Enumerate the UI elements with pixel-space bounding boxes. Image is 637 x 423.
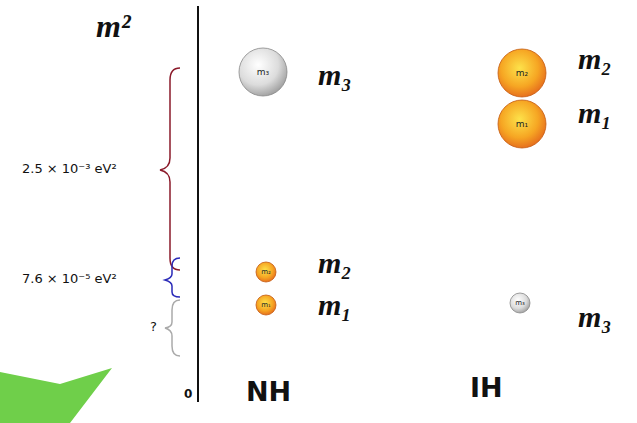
- mass-label: m₁: [578, 96, 612, 130]
- circle-label: m₃: [238, 67, 288, 77]
- mass-circle: m₂m₂: [497, 48, 547, 98]
- ordering-label: IH: [470, 372, 503, 403]
- splitting-value: 2.5 × 10⁻³ eV²: [22, 161, 117, 176]
- mass-circle: m₃m₃: [509, 292, 531, 314]
- circle-outline: [510, 293, 530, 313]
- mass-label: m₂: [578, 42, 612, 76]
- unknown-brace: [165, 300, 180, 356]
- mass-circle: m₃m₃: [238, 47, 288, 97]
- unknown-mark: ?: [150, 319, 157, 334]
- mass-circle: m₂m₂: [255, 261, 277, 283]
- axis-zero: 0: [184, 387, 192, 401]
- mass-label: m₁: [318, 288, 352, 322]
- solar-brace: [165, 258, 180, 297]
- atm-brace: [160, 68, 180, 270]
- mass-axis: [197, 6, 199, 402]
- mass-circle: m₁m₁: [255, 294, 277, 316]
- mass-label: m₃: [318, 58, 352, 92]
- circle-label: m₁: [497, 119, 547, 129]
- ordering-label: NH: [246, 376, 291, 407]
- splitting-value: 7.6 × 10⁻⁵ eV²: [22, 271, 117, 286]
- mass-label: m₃: [578, 300, 612, 334]
- circle-outline: [256, 295, 276, 315]
- mass-circle: m₁m₁: [497, 99, 547, 149]
- circle-outline: [498, 49, 546, 97]
- circle-label: m₁: [255, 301, 277, 309]
- axis-label: m²: [96, 8, 130, 45]
- circle-outline: [256, 262, 276, 282]
- circle-outline: [498, 100, 546, 148]
- circle-outline: [239, 48, 287, 96]
- circle-label: m₂: [255, 268, 277, 276]
- decor-swoosh: [0, 368, 112, 423]
- circle-label: m₂: [497, 68, 547, 78]
- mass-label: m₂: [318, 246, 352, 280]
- circle-label: m₃: [509, 299, 531, 307]
